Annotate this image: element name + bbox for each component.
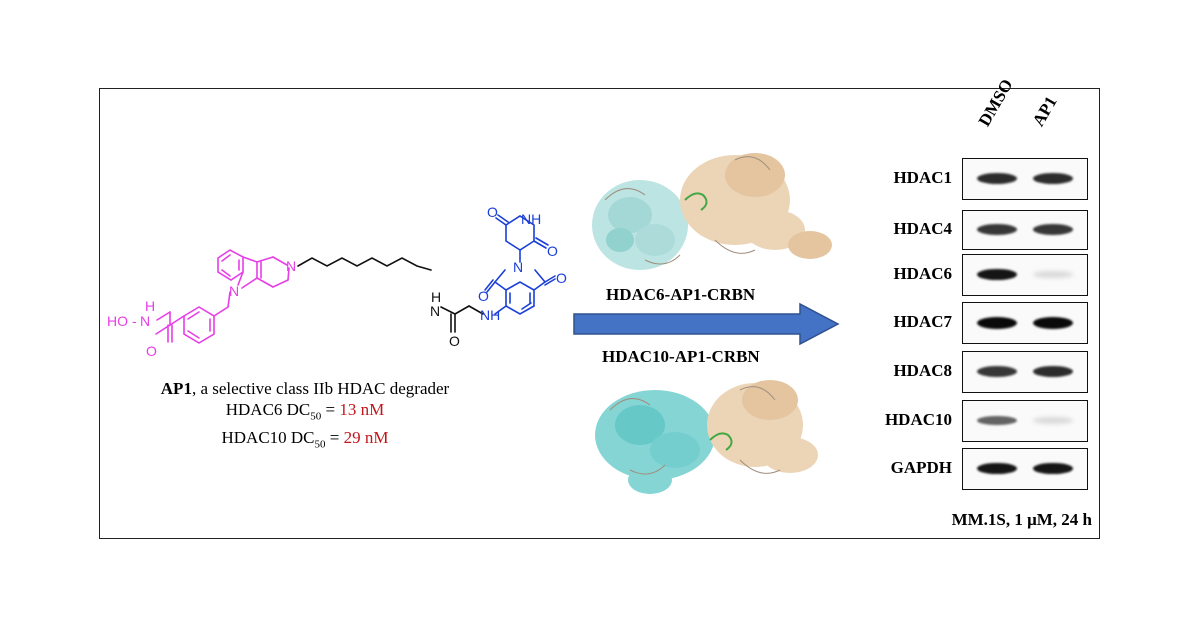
hydroxamate-label: HO xyxy=(107,313,128,329)
hdac6-eq: = xyxy=(321,400,340,419)
svg-text:-: - xyxy=(132,313,137,329)
amide-n: N xyxy=(430,303,440,319)
carbonyl-o-1: O xyxy=(146,343,157,359)
hdac6-dc-label: HDAC6 DC xyxy=(225,400,311,419)
wb-panel xyxy=(962,351,1088,393)
wb-row-label: GAPDH xyxy=(890,458,952,477)
imide-o-1: O xyxy=(478,288,489,304)
amide-o: O xyxy=(449,333,460,349)
hdac6-complex-structure xyxy=(592,153,832,270)
hdac10-dc-value: 29 nM xyxy=(343,428,389,448)
figure-frame xyxy=(99,88,1100,539)
wb-band-dmso xyxy=(977,268,1017,281)
compound-description: , a selective class IIb HDAC degrader xyxy=(191,379,450,398)
hdac10-dc-label: HDAC10 DC xyxy=(221,428,315,448)
wb-band-dmso xyxy=(977,462,1017,475)
hdac6-dc-sub: 50 xyxy=(310,410,322,423)
wb-panel xyxy=(962,400,1088,442)
wb-band-ap1 xyxy=(1033,417,1073,424)
wb-row-label: HDAC8 xyxy=(893,361,952,380)
wb-panel xyxy=(962,448,1088,490)
wb-conditions: MM.1S, 1 μM, 24 h xyxy=(951,510,1092,529)
glutarimide-o-2: O xyxy=(547,243,558,259)
hdac6-complex-label: HDAC6-AP1-CRBN xyxy=(606,285,756,304)
wb-band-dmso xyxy=(977,366,1017,377)
amide-h: H xyxy=(431,289,441,305)
hdac6-dc-value: 13 nM xyxy=(339,400,385,419)
arrow-right-icon xyxy=(573,302,840,346)
piperidine-n: N xyxy=(286,258,296,274)
wb-band-ap1 xyxy=(1033,365,1073,378)
wb-panel xyxy=(962,158,1088,200)
wb-panel xyxy=(962,254,1088,296)
indole-n: N xyxy=(229,283,239,299)
wb-row-label: HDAC10 xyxy=(884,410,952,429)
wb-band-ap1 xyxy=(1033,462,1073,475)
aniline-nh: NH xyxy=(480,307,500,323)
wb-panel xyxy=(962,302,1088,344)
compound-name: AP1 xyxy=(160,379,192,398)
hdac10-dc-sub: 50 xyxy=(314,438,326,451)
wb-row-label: HDAC7 xyxy=(893,312,952,331)
wb-band-ap1 xyxy=(1033,172,1073,185)
wb-row-label: HDAC6 xyxy=(893,264,952,283)
wb-panel xyxy=(962,210,1088,250)
wb-band-ap1 xyxy=(1033,316,1073,329)
wb-band-dmso xyxy=(977,415,1017,426)
hdac10-complex-structure xyxy=(595,380,818,494)
wb-band-dmso xyxy=(977,224,1017,235)
glutarimide-nh: NH xyxy=(521,211,541,227)
ap1-structure: HO - N H O N N N H O NH O O N NH O O xyxy=(107,204,567,359)
hydroxamate-h: H xyxy=(145,298,155,314)
hdac10-complex-label: HDAC10-AP1-CRBN xyxy=(602,347,760,366)
wb-band-dmso xyxy=(977,172,1017,185)
hydroxamate-n: N xyxy=(140,313,150,329)
wb-row-label: HDAC1 xyxy=(893,168,952,187)
compound-caption: AP1, a selective class IIb HDAC degrader… xyxy=(140,378,470,456)
wb-band-ap1 xyxy=(1033,224,1073,235)
imide-n: N xyxy=(513,259,523,275)
glutarimide-o-1: O xyxy=(487,204,498,220)
wb-band-ap1 xyxy=(1033,271,1073,278)
wb-band-dmso xyxy=(977,316,1017,329)
wb-row-label: HDAC4 xyxy=(893,219,952,238)
imide-o-2: O xyxy=(556,270,567,286)
hdac10-eq: = xyxy=(325,428,344,448)
